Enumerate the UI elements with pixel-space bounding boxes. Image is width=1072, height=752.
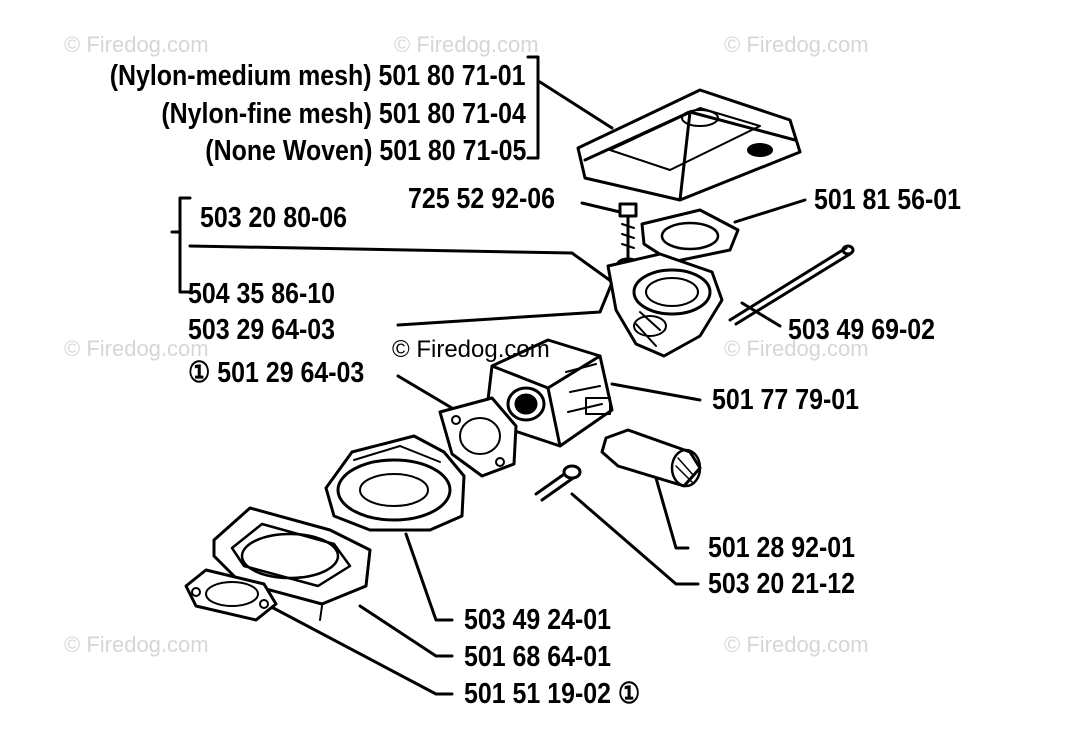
watermark-7: © Firedog.com — [724, 632, 869, 657]
watermark-5: © Firedog.com — [724, 336, 869, 361]
fuel-filter-drawing — [600, 428, 702, 488]
leader-501-81 — [733, 198, 807, 224]
watermark-4: © Firedog.com — [64, 336, 209, 361]
label-501-51-19-02: 501 51 19-02 ① — [464, 678, 641, 710]
label-725-52-92-06: 725 52 92-06 — [408, 183, 556, 215]
watermark-6: © Firedog.com — [64, 632, 209, 657]
label-501-28-92-01: 501 28 92-01 — [708, 532, 856, 564]
leader-725 — [580, 201, 622, 214]
watermark-center: © Firedog.com — [392, 336, 550, 363]
label-503-20-21-12: 503 20 21-12 — [708, 568, 856, 600]
label-503-49-69-02: 503 49 69-02 — [788, 314, 936, 346]
leader-filter — [538, 80, 614, 130]
carburetor-drawing — [486, 338, 614, 448]
leader-503-4969 — [740, 301, 782, 328]
leader-503-2964 — [396, 266, 620, 327]
label-nylon-medium: (Nylon-medium mesh) 501 80 71-01 — [110, 60, 526, 92]
bracket-filter — [526, 55, 540, 160]
rod-drawing — [728, 244, 855, 326]
label-501-77-79-01: 501 77 79-01 — [712, 384, 860, 416]
watermark-1: © Firedog.com — [64, 32, 209, 57]
leader-501-7779 — [610, 382, 702, 402]
label-501-68-64-01: 501 68 64-01 — [464, 641, 612, 673]
label-503-49-24-01: 503 49 24-01 — [464, 604, 612, 636]
watermark-2: © Firedog.com — [394, 32, 539, 57]
label-503-29-64-03: 503 29 64-03 — [188, 314, 336, 346]
leader-501-2892 — [654, 476, 690, 550]
leader-503-4924 — [404, 532, 454, 622]
flange-gasket-drawing — [184, 568, 278, 622]
intake-boot-drawing — [324, 434, 466, 532]
filter-gasket-drawing — [640, 208, 740, 264]
label-504-35-86-10: 504 35 86-10 — [188, 278, 336, 310]
watermark-3: © Firedog.com — [724, 32, 869, 57]
label-none-woven: (None Woven) 501 80 71-05 — [204, 135, 526, 167]
carb-gasket-drawing — [438, 396, 518, 478]
label-501-81-56-01: 501 81 56-01 — [814, 184, 962, 216]
label-503-20-80-06: 503 20 80-06 — [200, 202, 348, 234]
leader-503-2021 — [570, 492, 700, 586]
bracket-left — [178, 196, 192, 294]
bolt-drawing — [534, 464, 582, 502]
intake-adapter-drawing — [606, 252, 724, 358]
leader-501-6864 — [358, 604, 454, 658]
air-filter-drawing — [576, 88, 802, 202]
label-nylon-fine: (Nylon-fine mesh) 501 80 71-04 — [161, 98, 526, 130]
leader-501-5119 — [260, 600, 454, 696]
label-501-29-64-03: ① 501 29 64-03 — [188, 357, 365, 389]
